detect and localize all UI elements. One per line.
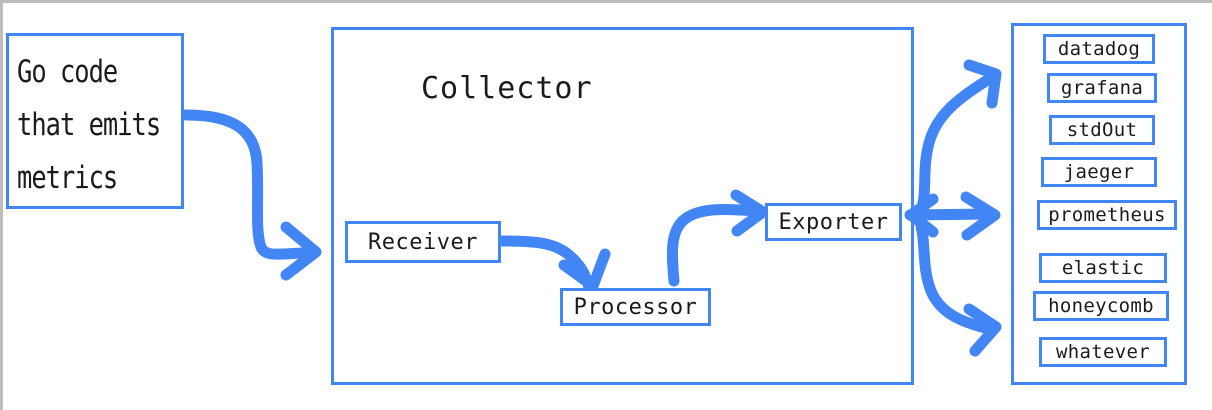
backend-whatever[interactable]: whatever [1039,337,1167,367]
exporter-node[interactable]: Exporter [765,203,902,241]
backends-container [1011,23,1187,385]
processor-node[interactable]: Processor [560,288,711,326]
collector-container [331,27,914,385]
exporter-to-backends-top-arrowhead [963,59,1002,109]
exporter-to-backends-middle-arrow [904,208,997,221]
collector-title: Collector [421,71,593,106]
backend-prometheus[interactable]: prometheus [1037,200,1177,230]
source-to-receiver-arrow [180,109,309,260]
backend-datadog[interactable]: datadog [1043,34,1155,64]
backend-jaeger[interactable]: jaeger [1041,157,1157,187]
source-to-receiver-arrowhead [280,221,322,281]
exporter-to-backends-middle-arrowhead [960,191,1001,241]
backend-stdout[interactable]: stdOut [1049,115,1155,145]
backend-honeycomb[interactable]: honeycomb [1033,291,1169,321]
exporter-to-backends-bottom-arrow [913,211,995,335]
backend-elastic[interactable]: elastic [1039,253,1167,283]
exporter-to-backends-bottom-arrowhead [963,303,1002,357]
exporter-fan-junction [905,193,939,238]
source-code-label: Go code that emits metrics [17,54,161,196]
source-code-box: Go code that emits metrics [6,33,184,209]
backend-grafana[interactable]: grafana [1047,73,1157,103]
receiver-node[interactable]: Receiver [345,221,501,263]
exporter-to-backends-top-arrow [913,73,995,222]
